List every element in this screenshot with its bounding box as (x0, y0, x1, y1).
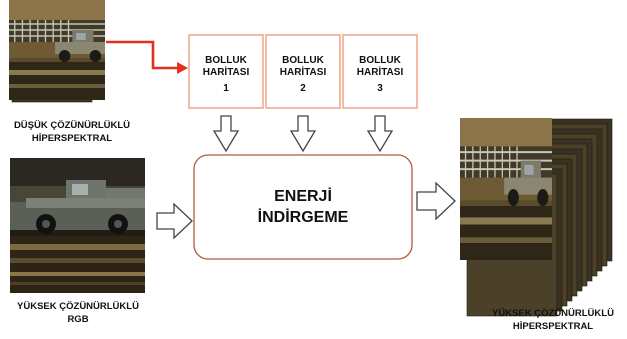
high-res-rgb-image (10, 158, 145, 293)
low-res-hyperspectral-cube (8, 0, 106, 103)
cube-to-map-arrow (106, 40, 188, 74)
high-res-rgb-label: YÜKSEK ÇÖZÜNÜRLÜKLÜ RGB (17, 301, 139, 325)
output-label-line1: YÜKSEK ÇÖZÜNÜRLÜKLÜ (492, 308, 614, 319)
output-label-line2: HİPERSPEKTRAL (513, 321, 593, 332)
abundance-map-1-line1: BOLLUK (205, 55, 247, 66)
abundance-map-2: BOLLUK HARİTASI 2 (265, 34, 341, 109)
map-down-arrows (212, 115, 394, 153)
low-res-label-line1: DÜŞÜK ÇÖZÜNÜRLÜKLÜ (14, 120, 130, 131)
rgb-to-energy-arrow (156, 202, 193, 240)
low-res-hyperspectral-label: DÜŞÜK ÇÖZÜNÜRLÜKLÜ HİPERSPEKTRAL (14, 120, 130, 144)
high-res-hyperspectral-label: YÜKSEK ÇÖZÜNÜRLÜKLÜ HİPERSPEKTRAL (492, 308, 614, 332)
abundance-map-1-line3: 1 (223, 83, 229, 94)
down-arrow-2 (289, 115, 317, 153)
low-res-label-line2: HİPERSPEKTRAL (32, 133, 112, 144)
abundance-map-2-line3: 2 (300, 83, 306, 94)
energy-minimization-box: ENERJİ İNDİRGEME (193, 154, 413, 260)
rgb-label-line2: RGB (67, 314, 88, 325)
rgb-label-line1: YÜKSEK ÇÖZÜNÜRLÜKLÜ (17, 301, 139, 312)
abundance-map-3-line2: HARİTASI (357, 65, 404, 78)
energy-to-output-arrow (416, 181, 456, 221)
energy-label-line1: ENERJİ (274, 187, 332, 205)
abundance-map-1: BOLLUK HARİTASI 1 (188, 34, 264, 109)
abundance-map-2-line1: BOLLUK (282, 55, 324, 66)
down-arrow-1 (212, 115, 240, 153)
energy-label-line2: İNDİRGEME (258, 208, 349, 226)
abundance-map-3: BOLLUK HARİTASI 3 (342, 34, 418, 109)
abundance-map-3-line3: 3 (377, 83, 383, 94)
abundance-map-3-line1: BOLLUK (359, 55, 401, 66)
abundance-map-1-line2: HARİTASI (203, 65, 250, 78)
abundance-map-2-line2: HARİTASI (280, 65, 327, 78)
high-res-hyperspectral-cube (459, 117, 613, 317)
down-arrow-3 (366, 115, 394, 153)
